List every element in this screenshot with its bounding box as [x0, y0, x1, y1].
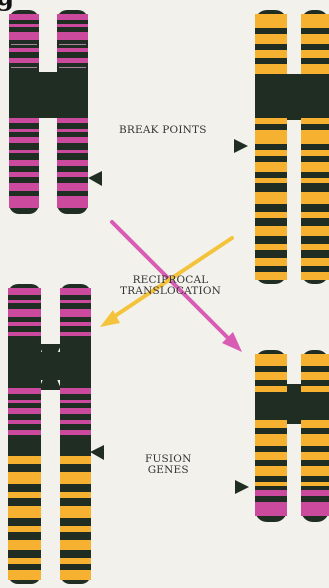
break-point-marker-right — [234, 139, 248, 153]
chromosome-magenta-original — [9, 10, 88, 214]
reciprocal-translocation-label: RECIPROCAL TRANSLOCATION — [120, 275, 221, 297]
break-points-label: BREAK POINTS — [119, 125, 207, 136]
reciprocal-translocation-line-2: TRANSLOCATION — [120, 286, 221, 297]
chromosome-derivative-right — [255, 350, 329, 522]
chromosome-yellow-original — [255, 10, 329, 284]
fusion-gene-marker-left — [90, 445, 104, 460]
break-point-marker-left — [88, 171, 102, 186]
chromosome-derivative-left — [8, 284, 91, 584]
fusion-genes-label: FUSION GENES — [145, 454, 191, 476]
fusion-genes-line-2: GENES — [145, 465, 191, 476]
fusion-gene-marker-right — [235, 480, 249, 494]
